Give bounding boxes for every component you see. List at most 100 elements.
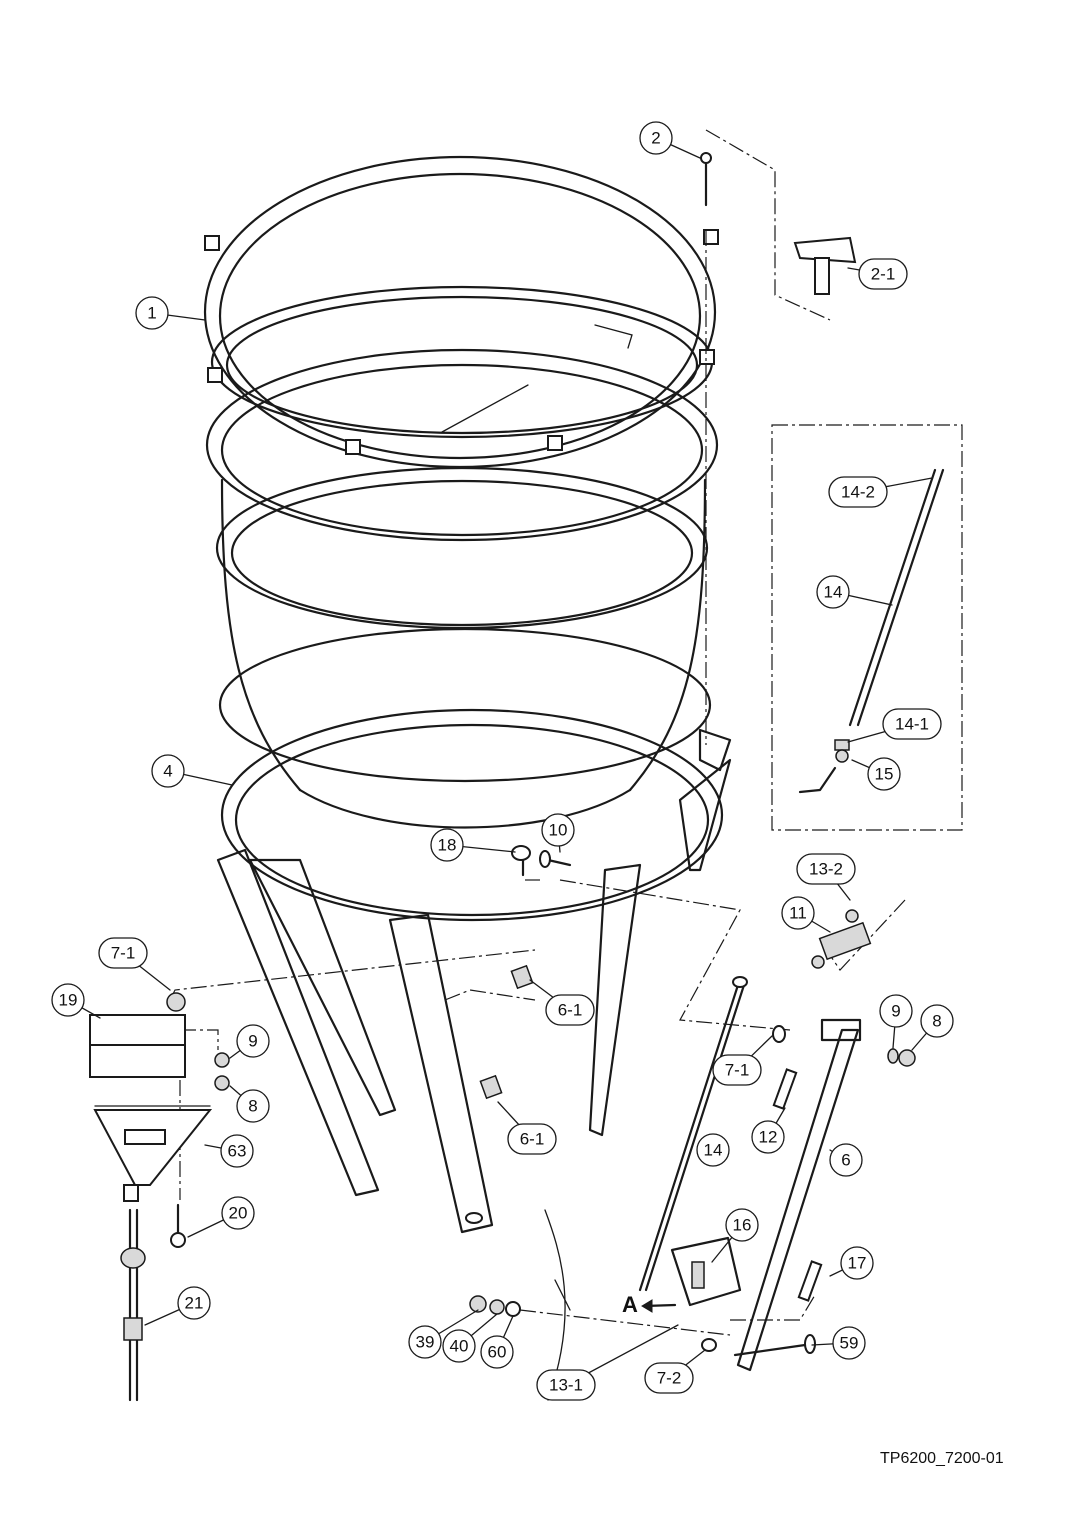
callout-badge	[639, 121, 673, 155]
callout-label: 14	[704, 1141, 723, 1160]
callout-label: 7-1	[111, 944, 136, 963]
callout-label: 21	[185, 1294, 204, 1313]
callout-63: 63	[220, 1134, 254, 1168]
callout-label: 9	[248, 1032, 257, 1051]
callout-label: 8	[248, 1097, 257, 1116]
callout-badge	[236, 1089, 270, 1123]
callout-badge	[480, 1335, 514, 1369]
callout-badge	[541, 813, 575, 847]
callout-label: 60	[488, 1343, 507, 1362]
callout-label: 13-1	[549, 1376, 583, 1395]
callout-40: 40	[442, 1329, 476, 1363]
callout-badge	[920, 1004, 954, 1038]
callout-label: 20	[229, 1204, 248, 1223]
callout-label: 9	[891, 1002, 900, 1021]
callout-badge	[751, 1120, 785, 1154]
callout-label: 6-1	[520, 1130, 545, 1149]
callout-14-1: 14-1	[882, 708, 942, 740]
callout-label: 4	[163, 762, 172, 781]
callout-6-1: 6-1	[545, 994, 595, 1026]
callout-59: 59	[832, 1326, 866, 1360]
callout-label: 14	[824, 583, 843, 602]
callout-16: 16	[725, 1208, 759, 1242]
tension-rod-assembly	[169, 129, 945, 1372]
callout-badge	[879, 994, 913, 1028]
callout-badge	[882, 708, 942, 740]
callout-badge	[840, 1246, 874, 1280]
callout-9: 9	[879, 994, 913, 1028]
callout-badge	[177, 1286, 211, 1320]
callout-2: 2	[639, 121, 673, 155]
callout-label: 7-1	[725, 1061, 750, 1080]
callout-label: 13-2	[809, 860, 843, 879]
callout-label: 2	[651, 129, 660, 148]
callout-badge	[829, 1143, 863, 1177]
callout-60: 60	[480, 1335, 514, 1369]
callout-badge	[135, 296, 169, 330]
callout-6: 6	[829, 1143, 863, 1177]
callout-label: 2-1	[871, 265, 896, 284]
callout-21: 21	[177, 1286, 211, 1320]
callout-label: 19	[59, 991, 78, 1010]
callout-8: 8	[236, 1089, 270, 1123]
callout-4: 4	[151, 754, 185, 788]
callout-15: 15	[867, 757, 901, 791]
callout-10: 10	[541, 813, 575, 847]
callout-badge	[221, 1196, 255, 1230]
callout-label: 63	[228, 1142, 247, 1161]
callout-leader-lines	[67, 137, 938, 1386]
callout-badge	[507, 1123, 557, 1155]
timpani-drum-body	[203, 155, 719, 829]
callout-label: 1	[147, 304, 156, 323]
callout-badge	[236, 1024, 270, 1058]
callout-badge	[712, 1054, 762, 1086]
base-ring-and-legs	[216, 708, 732, 1234]
callout-8: 8	[920, 1004, 954, 1038]
view-a-marker: A	[622, 1292, 677, 1317]
callout-14: 14	[696, 1133, 730, 1167]
callout-18: 18	[430, 828, 464, 862]
callout-6-1: 6-1	[507, 1123, 557, 1155]
callout-badge	[98, 937, 148, 969]
callout-badge	[828, 476, 888, 508]
figure-id: TP6200_7200-01	[880, 1450, 1004, 1467]
callout-label: 59	[840, 1334, 859, 1353]
callout-badge	[536, 1369, 596, 1401]
callout-label: 14-1	[895, 715, 929, 734]
callout-badge	[858, 258, 908, 290]
callout-badge	[220, 1134, 254, 1168]
callout-label: 10	[549, 821, 568, 840]
callout-label: 14-2	[841, 483, 875, 502]
callout-13-1: 13-1	[536, 1369, 596, 1401]
callout-badge	[725, 1208, 759, 1242]
callout-7-1: 7-1	[712, 1054, 762, 1086]
callout-11: 11	[781, 896, 815, 930]
callout-label: 6-1	[558, 1001, 583, 1020]
callout-9: 9	[236, 1024, 270, 1058]
pedal-assembly	[89, 992, 571, 1402]
callout-20: 20	[221, 1196, 255, 1230]
callout-badge	[832, 1326, 866, 1360]
callout-label: 16	[733, 1216, 752, 1235]
callout-14-2: 14-2	[828, 476, 888, 508]
callout-13-2: 13-2	[796, 853, 856, 885]
callout-label: 12	[759, 1128, 778, 1147]
callout-label: 18	[438, 836, 457, 855]
callout-label: 17	[848, 1254, 867, 1273]
callout-badge	[408, 1325, 442, 1359]
callout-label: 6	[841, 1151, 850, 1170]
callout-badge	[151, 754, 185, 788]
callout-39: 39	[408, 1325, 442, 1359]
callout-badge	[545, 994, 595, 1026]
callout-label: 15	[875, 765, 894, 784]
callout-1: 1	[135, 296, 169, 330]
callout-badge	[644, 1362, 694, 1394]
detail-inset-frame	[771, 424, 963, 831]
callout-label: 40	[450, 1337, 469, 1356]
callout-19: 19	[51, 983, 85, 1017]
callout-label: 39	[416, 1333, 435, 1352]
callout-7-1: 7-1	[98, 937, 148, 969]
callout-badge	[442, 1329, 476, 1363]
